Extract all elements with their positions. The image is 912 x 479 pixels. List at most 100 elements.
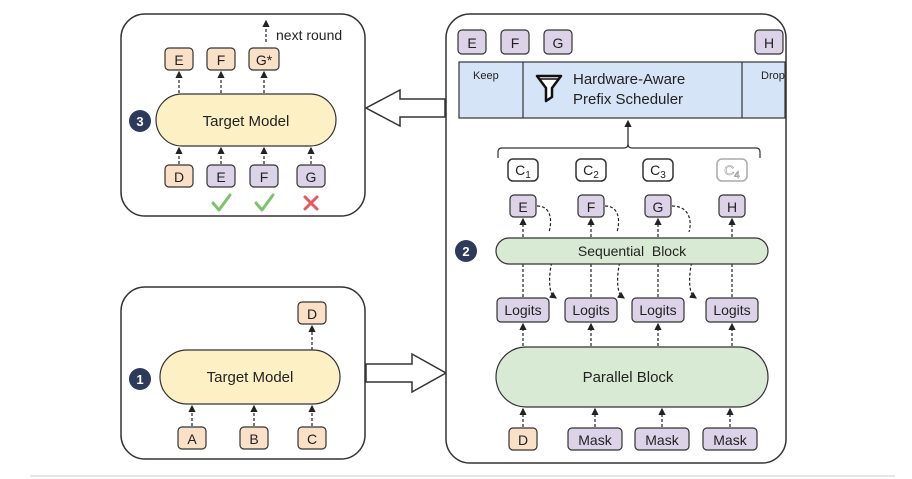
token-label: E xyxy=(174,52,183,68)
panel1-target-model-label: Target Model xyxy=(207,369,294,386)
candidate-subscript: 2 xyxy=(593,170,599,181)
arrow-panel1-to-panel2 xyxy=(365,352,448,394)
badge-1-label: 1 xyxy=(136,372,143,387)
sequential-block xyxy=(495,237,769,265)
panel2-keep-token-G: G xyxy=(543,29,573,55)
logits-label: Logits xyxy=(639,302,676,318)
logits-3: Logits xyxy=(631,297,685,323)
panel3-output-F: F xyxy=(206,47,236,71)
token-label: F xyxy=(587,199,596,215)
logits-4: Logits xyxy=(705,297,759,323)
badge-2 xyxy=(455,240,477,262)
sequential-block-label: Sequential Block xyxy=(578,243,687,259)
panel2-token-H: H xyxy=(718,194,746,218)
panel1-target-model xyxy=(159,349,341,405)
token-label: E xyxy=(467,35,476,51)
token-label: D xyxy=(174,169,184,185)
next-round-label: next round xyxy=(276,27,342,43)
scheduler-title-line1: Hardware-Aware xyxy=(573,71,685,88)
badge-3-label: 3 xyxy=(136,114,143,129)
badge-3 xyxy=(129,110,151,132)
candidate-brace xyxy=(497,143,761,158)
panel2-keep-token-F: F xyxy=(500,29,530,55)
logits-1: Logits xyxy=(496,297,550,323)
panel2-input-mask: Mask xyxy=(702,427,758,451)
badge-1 xyxy=(129,368,151,390)
token-label: B xyxy=(249,431,258,447)
panel1-output-D: D xyxy=(297,301,327,325)
panel2-input-mask: Mask xyxy=(634,427,690,451)
panel1-input-C: C xyxy=(297,426,327,450)
token-label: C xyxy=(307,431,317,447)
token-label: D xyxy=(518,432,528,448)
token-label: F xyxy=(511,35,520,51)
svg-text:C2: C2 xyxy=(583,162,599,181)
token-label: H xyxy=(727,199,737,215)
svg-text:C3: C3 xyxy=(650,162,666,181)
badge-2-label: 2 xyxy=(462,244,469,259)
token-label: Mask xyxy=(645,432,679,448)
candidate-C2: C2 xyxy=(575,158,607,182)
token-label: E xyxy=(518,199,527,215)
panel2-input-mask: Mask xyxy=(567,427,623,451)
keep-label: Keep xyxy=(473,70,499,82)
drop-label: Drop xyxy=(761,70,785,82)
panel2-input-D: D xyxy=(508,427,538,451)
panel2-drop-token-H: H xyxy=(754,29,784,55)
candidate-label: C xyxy=(583,162,593,178)
prefix-scheduler: Keep Drop Hardware-Aware Prefix Schedule… xyxy=(458,61,786,119)
token-feedback-curve xyxy=(604,205,624,298)
panel2-keep-token-E: E xyxy=(457,29,487,55)
candidate-C1: C1 xyxy=(507,158,539,182)
token-label: D xyxy=(307,306,317,322)
token-label: Mask xyxy=(713,432,747,448)
logits-2: Logits xyxy=(564,297,618,323)
token-label: G xyxy=(553,35,564,51)
cross-icon xyxy=(303,195,319,211)
panel2-token-E: E xyxy=(509,194,537,218)
panel3-input-G: G xyxy=(296,164,326,188)
token-label: Mask xyxy=(578,432,612,448)
logits-label: Logits xyxy=(572,302,609,318)
token-label: G* xyxy=(256,52,273,68)
candidate-label: C xyxy=(650,162,660,178)
scheduler-title-line2: Prefix Scheduler xyxy=(573,91,683,108)
funnel-icon xyxy=(535,74,563,103)
panel3-input-F: F xyxy=(249,164,279,188)
svg-text:C1: C1 xyxy=(515,162,531,181)
token-label: F xyxy=(260,169,269,185)
panel3-output-G-star: G* xyxy=(248,47,280,71)
panel2-token-G: G xyxy=(644,194,672,218)
token-label: A xyxy=(187,431,197,447)
candidate-label: C xyxy=(515,162,525,178)
panel3-input-E: E xyxy=(206,164,236,188)
arrow-panel2-to-panel3 xyxy=(364,88,446,128)
panel3-input-D: D xyxy=(164,164,194,188)
candidate-C3: C3 xyxy=(642,158,674,182)
parallel-block-label: Parallel Block xyxy=(583,369,674,386)
token-label: H xyxy=(764,35,774,51)
panel1-input-A: A xyxy=(177,426,207,450)
token-label: F xyxy=(217,52,226,68)
logits-label: Logits xyxy=(504,302,541,318)
check-icon xyxy=(211,193,232,212)
token-label: E xyxy=(216,169,225,185)
token-feedback-curve xyxy=(536,205,556,298)
parallel-block xyxy=(495,346,769,408)
panel3-target-model xyxy=(155,93,337,147)
check-icon xyxy=(254,193,275,212)
token-label: G xyxy=(306,169,317,185)
token-label: G xyxy=(653,199,664,215)
panel3-output-E: E xyxy=(164,47,194,71)
logits-label: Logits xyxy=(713,302,750,318)
panel3-target-model-label: Target Model xyxy=(203,113,290,130)
candidate-subscript: 4 xyxy=(734,170,740,181)
candidate-subscript: 1 xyxy=(525,170,531,181)
svg-text:C4: C4 xyxy=(724,162,740,181)
candidate-C4: C4 xyxy=(716,158,748,182)
panel1-input-B: B xyxy=(239,426,269,450)
candidate-subscript: 3 xyxy=(660,170,666,181)
candidate-label: C xyxy=(724,162,734,178)
panel2-token-F: F xyxy=(577,194,605,218)
